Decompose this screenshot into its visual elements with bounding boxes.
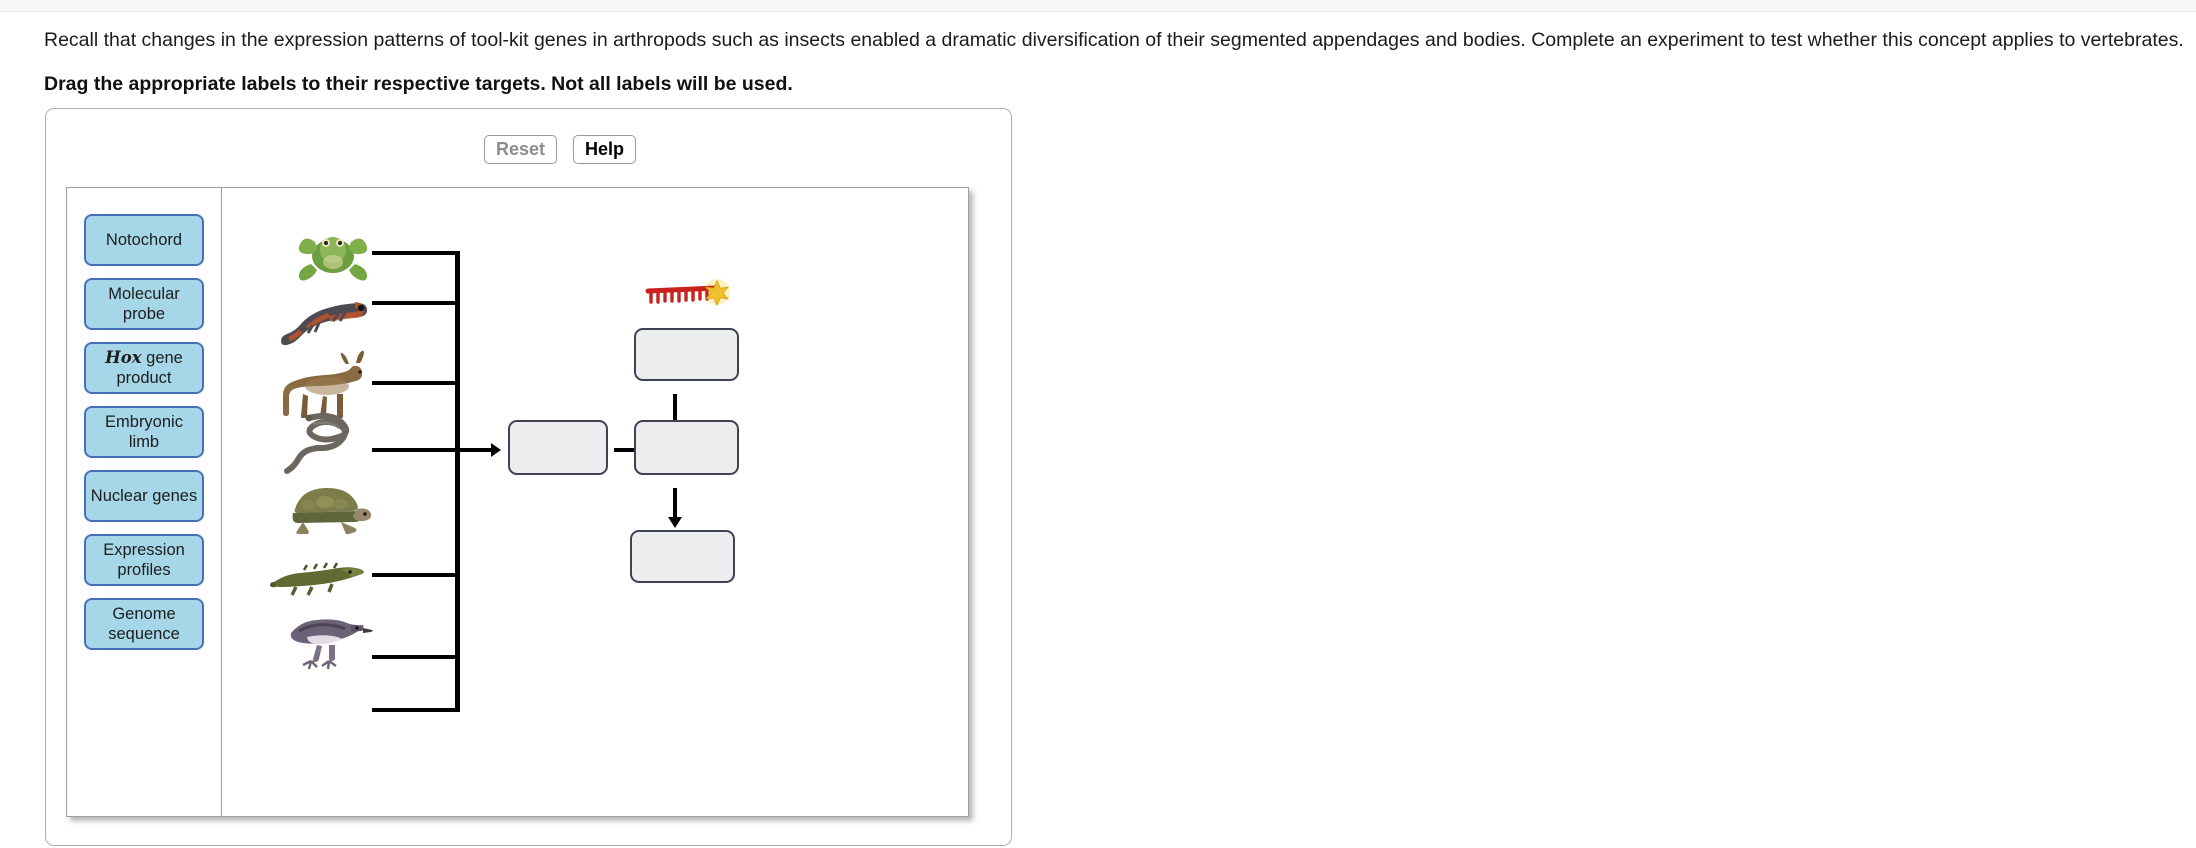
snake-image (279, 406, 375, 478)
bracket-line-frog (372, 251, 460, 255)
drag-label-text-line2: sequence (108, 625, 180, 643)
bracket-spine (455, 251, 460, 712)
drag-label-text: Notochord (105, 231, 183, 249)
drag-label-genome-sequence[interactable]: Genome sequence (84, 598, 204, 650)
drag-label-text-line2: probe (122, 305, 166, 323)
arrow-to-target-2 (372, 443, 501, 457)
bracket-line-turtle (372, 573, 460, 577)
drag-label-text-line1: Expression (103, 541, 185, 559)
diagram-area (222, 188, 968, 816)
frog-image (285, 216, 381, 288)
deer-image (279, 346, 375, 418)
drag-label-embryonic-limb[interactable]: Embryonic limb (84, 406, 204, 458)
prompt-paragraph: Recall that changes in the expression pa… (44, 29, 2184, 51)
bracket-line-deer (372, 381, 460, 385)
drag-label-text-line2: limb (128, 433, 160, 451)
toolbar: Reset Help (483, 135, 636, 164)
hox-italic: Hox (105, 348, 142, 367)
label-bank: Notochord Molecular probe Hox gene produ… (67, 188, 222, 816)
turtle-image (279, 471, 375, 543)
drag-label-text-line1: Embryonic (105, 413, 183, 431)
bracket-line-crocodile (372, 655, 460, 659)
workspace-panel: Notochord Molecular probe Hox gene produ… (66, 187, 969, 817)
reset-button[interactable]: Reset (483, 135, 557, 164)
crocodile-image (270, 540, 366, 612)
browser-top-strip (0, 0, 2196, 12)
prompt-block: Recall that changes in the expression pa… (44, 28, 2184, 97)
exercise-card: Reset Help Notochord Molecular probe Hox… (45, 108, 1012, 846)
drop-zone-target-4[interactable] (630, 530, 735, 583)
drag-label-text-line1: Molecular (108, 285, 180, 303)
bracket-line-bird (372, 708, 460, 712)
salamander-image (279, 281, 375, 353)
drag-label-expression-profiles[interactable]: Expression profiles (84, 534, 204, 586)
arrow-target3-to-target4 (668, 488, 682, 528)
drag-label-hox-gene-product[interactable]: Hox gene product (84, 342, 204, 394)
drag-label-notochord[interactable]: Notochord (84, 214, 204, 266)
drop-zone-target-2[interactable] (508, 420, 608, 475)
help-button[interactable]: Help (572, 135, 636, 164)
drag-label-nuclear-genes[interactable]: Nuclear genes (84, 470, 204, 522)
drag-label-text: Nuclear genes (90, 487, 198, 505)
drag-label-molecular-probe[interactable]: Molecular probe (84, 278, 204, 330)
labeled-dna-probe-icon (640, 278, 735, 318)
drag-label-text-line2: profiles (117, 561, 171, 579)
drag-label-text-line1: Hox gene (105, 348, 183, 367)
prompt-instruction: Drag the appropriate labels to their res… (44, 73, 793, 95)
drop-zone-target-1[interactable] (634, 328, 739, 381)
drag-label-text-line1: Genome (112, 605, 176, 623)
drag-label-text-line2: product (116, 369, 172, 387)
drop-zone-target-3[interactable] (634, 420, 739, 475)
bird-image (277, 603, 373, 675)
bracket-line-salamander (372, 301, 460, 305)
